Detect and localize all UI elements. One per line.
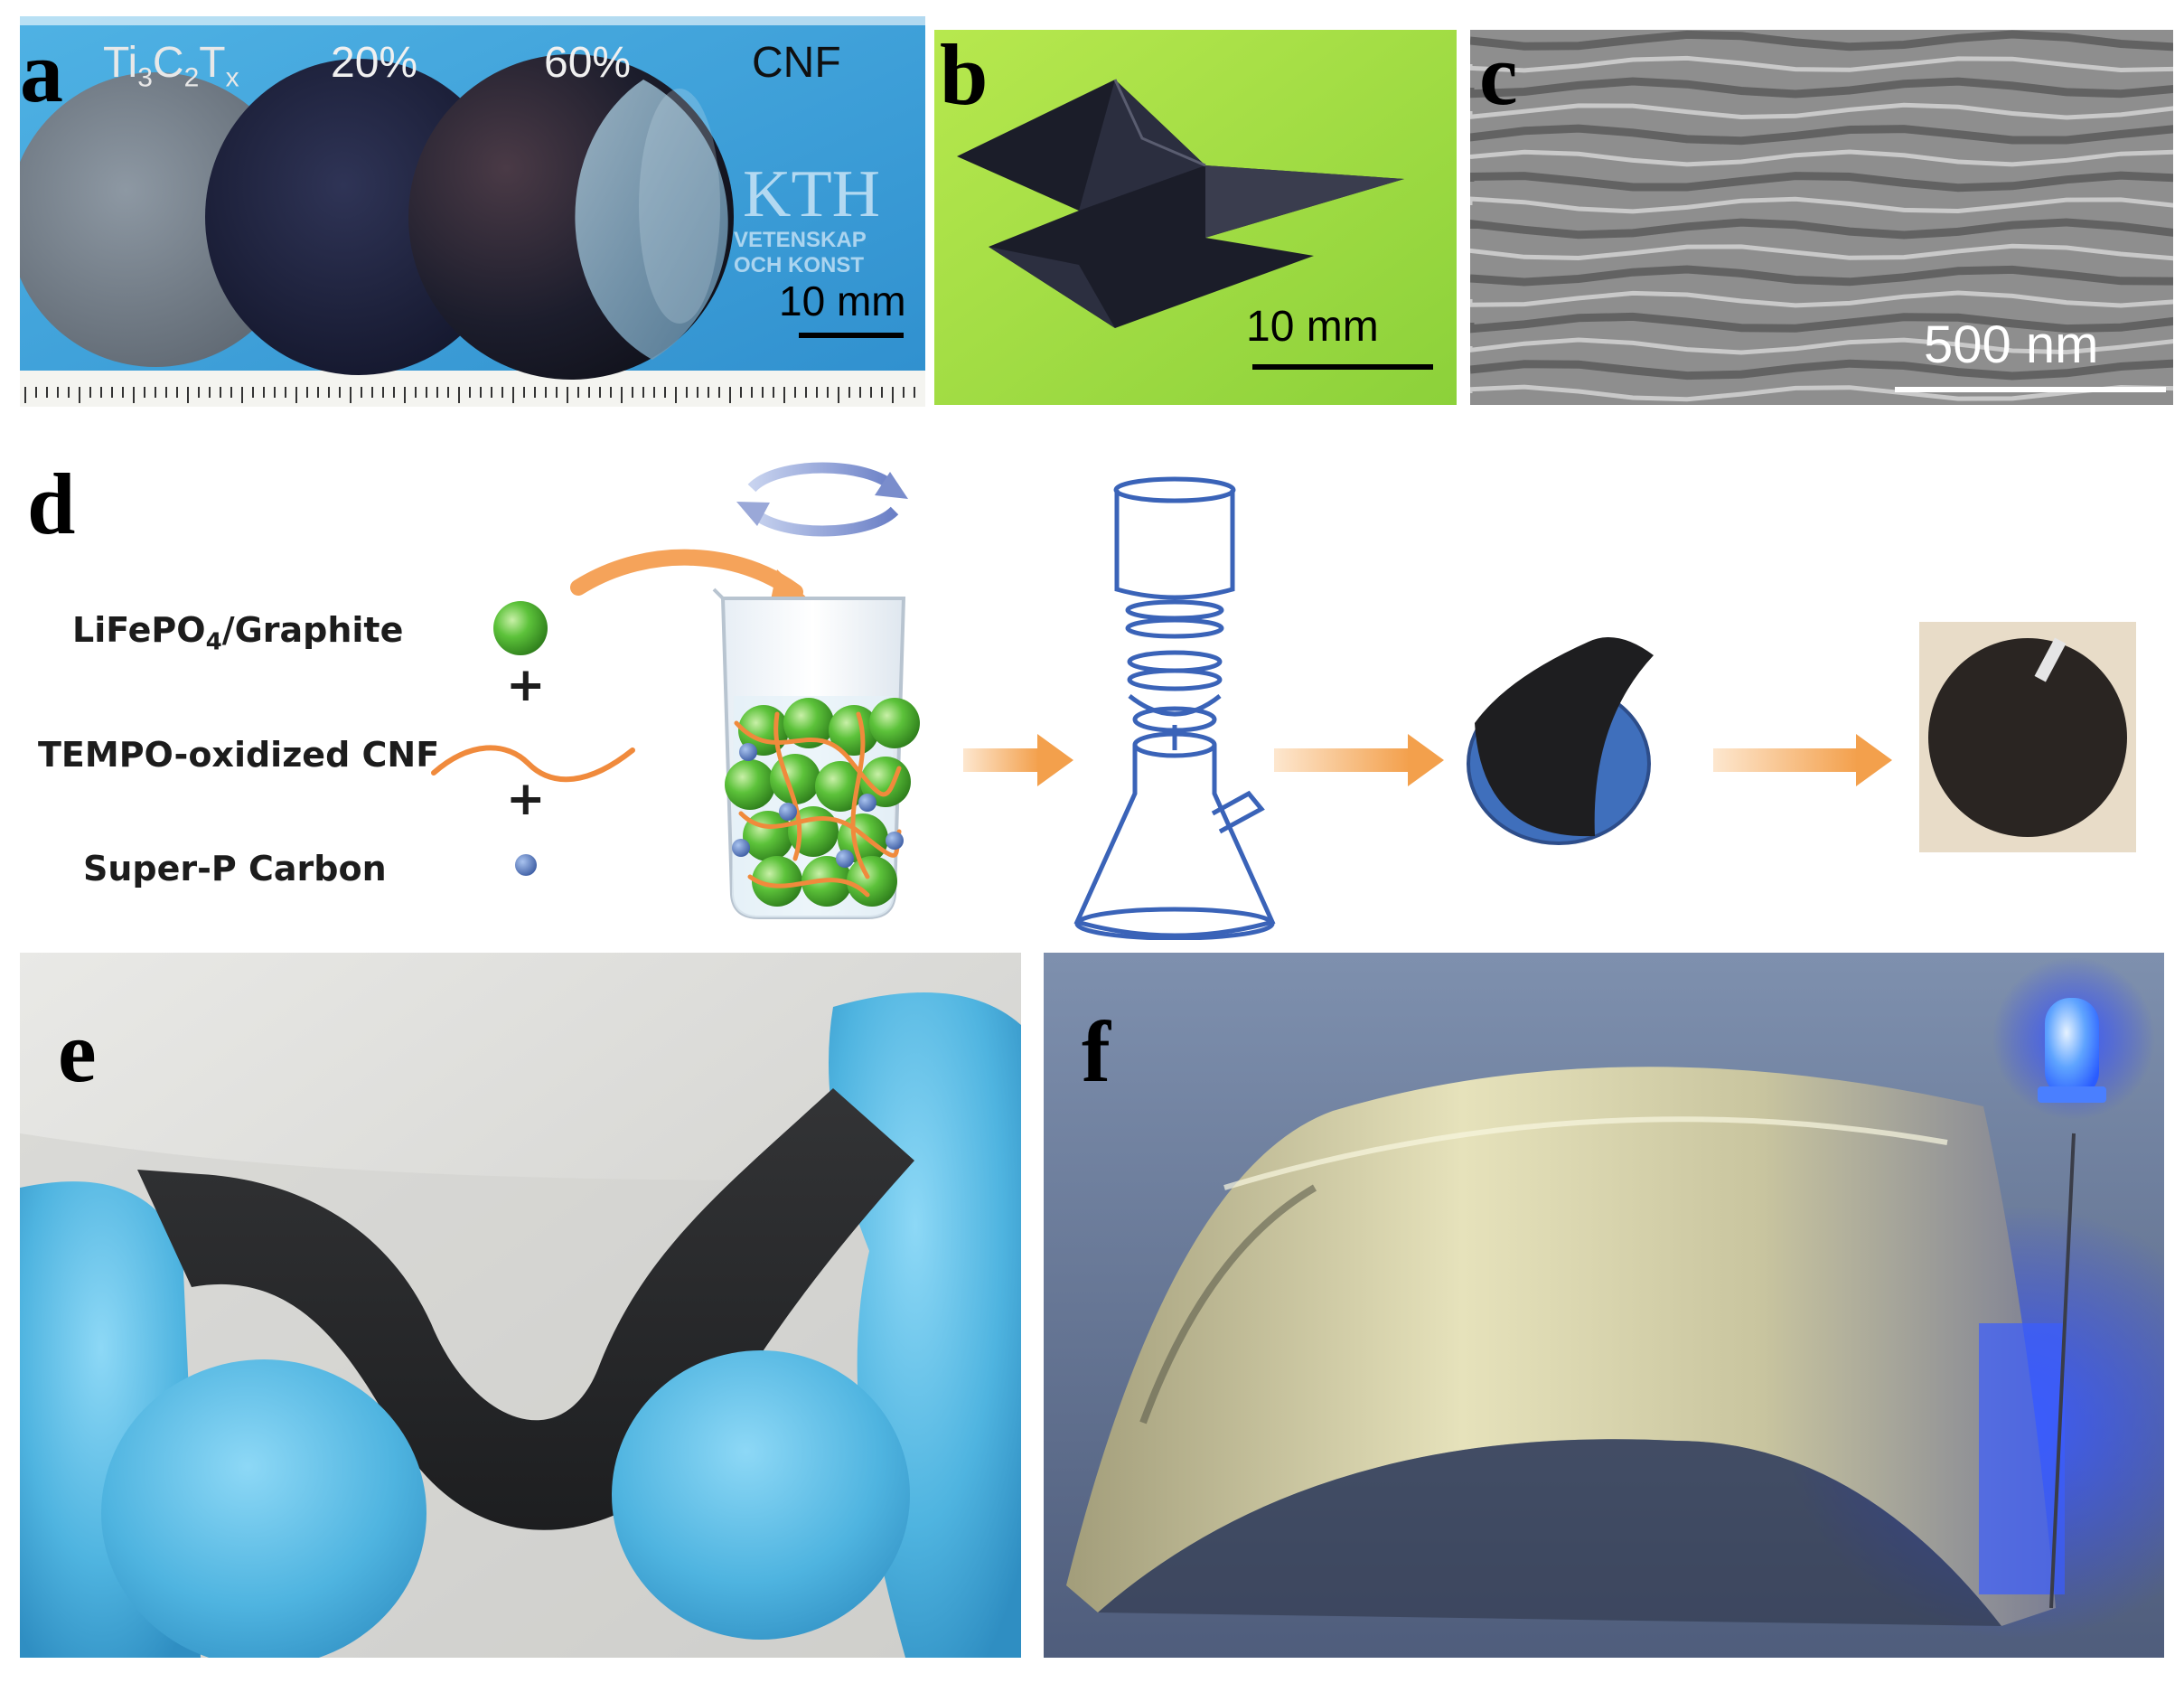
panel-e: e: [20, 953, 1021, 1658]
panel-f: f: [1044, 953, 2164, 1658]
filtration-flask-icon: [1073, 476, 1276, 940]
beaker-icon: [712, 588, 920, 919]
carbon-label: Super-P Carbon: [83, 849, 387, 889]
lfp-graphite-label: LiFePO4/Graphite: [72, 610, 404, 656]
panel-a-bg-logo: KTH: [743, 157, 881, 231]
flow-arrow-icon-3: [1713, 734, 1892, 786]
flow-arrow-icon: [963, 734, 1073, 786]
panel-b-scale-text: 10 mm: [1246, 303, 1379, 351]
panel-b-label: b: [940, 30, 989, 123]
panel-a-photo: [20, 16, 925, 407]
film-peel-icon: [1467, 637, 1654, 845]
panel-c: c 500 nm: [1470, 30, 2173, 405]
ti3c2tx-sub-ti: 3: [137, 62, 153, 93]
flow-arrow-icon-2: [1274, 734, 1444, 786]
panel-f-label: f: [1082, 1003, 1111, 1100]
carbon-dot-icon: [515, 854, 537, 876]
panel-a-bg-line2: OCH KONST: [734, 253, 864, 277]
cnf-label: TEMPO-oxidized CNF: [38, 735, 440, 775]
panel-a-scale-bar: [799, 333, 904, 338]
panel-e-photo: [20, 953, 1021, 1658]
rotation-arrow-icon: [736, 462, 908, 537]
panel-a-label: a: [20, 24, 63, 120]
ti3c2tx-label: Ti3C2Tx: [103, 39, 239, 93]
panel-b: b 10 mm: [934, 30, 1457, 405]
mix-curve-arrow-icon: [570, 549, 803, 600]
panel-c-sem: [1470, 30, 2173, 405]
electrode-disc-photo: [1919, 622, 2136, 852]
panel-b-photo: [934, 30, 1457, 405]
ti3c2tx-sub-t: x: [225, 62, 239, 93]
plus-2: +: [506, 772, 546, 826]
panel-a: KTH VETENSKAP OCH KONST a Ti3C2Tx 20% 60…: [20, 16, 925, 407]
panel-c-scale-text: 500 nm: [1924, 315, 2099, 374]
panel-b-scale-bar: [1252, 364, 1433, 370]
plus-1: +: [506, 658, 546, 712]
panel-d: d LiFePO4/Graphite + TEMPO-oxidized CNF …: [0, 425, 2184, 940]
lfp-sub: 4: [205, 628, 222, 656]
disc-label-20: 20%: [331, 39, 418, 87]
disc-label-cnf: CNF: [752, 39, 841, 87]
panel-c-scale-bar: [1895, 387, 2166, 392]
panel-d-label: d: [27, 456, 76, 552]
panel-a-bg-line1: VETENSKAP: [734, 228, 867, 252]
panel-e-label: e: [58, 1003, 97, 1100]
panel-f-photo: [1044, 953, 2164, 1658]
panel-d-schematic: [431, 462, 2136, 940]
panel-c-label: c: [1479, 30, 1518, 123]
disc-label-60: 60%: [544, 39, 632, 87]
lfp-sphere-icon: [493, 601, 548, 655]
ti3c2tx-sub-c: 2: [183, 62, 200, 93]
panel-a-scale-text: 10 mm: [779, 277, 906, 324]
cnf-fiber-icon: [431, 745, 635, 783]
